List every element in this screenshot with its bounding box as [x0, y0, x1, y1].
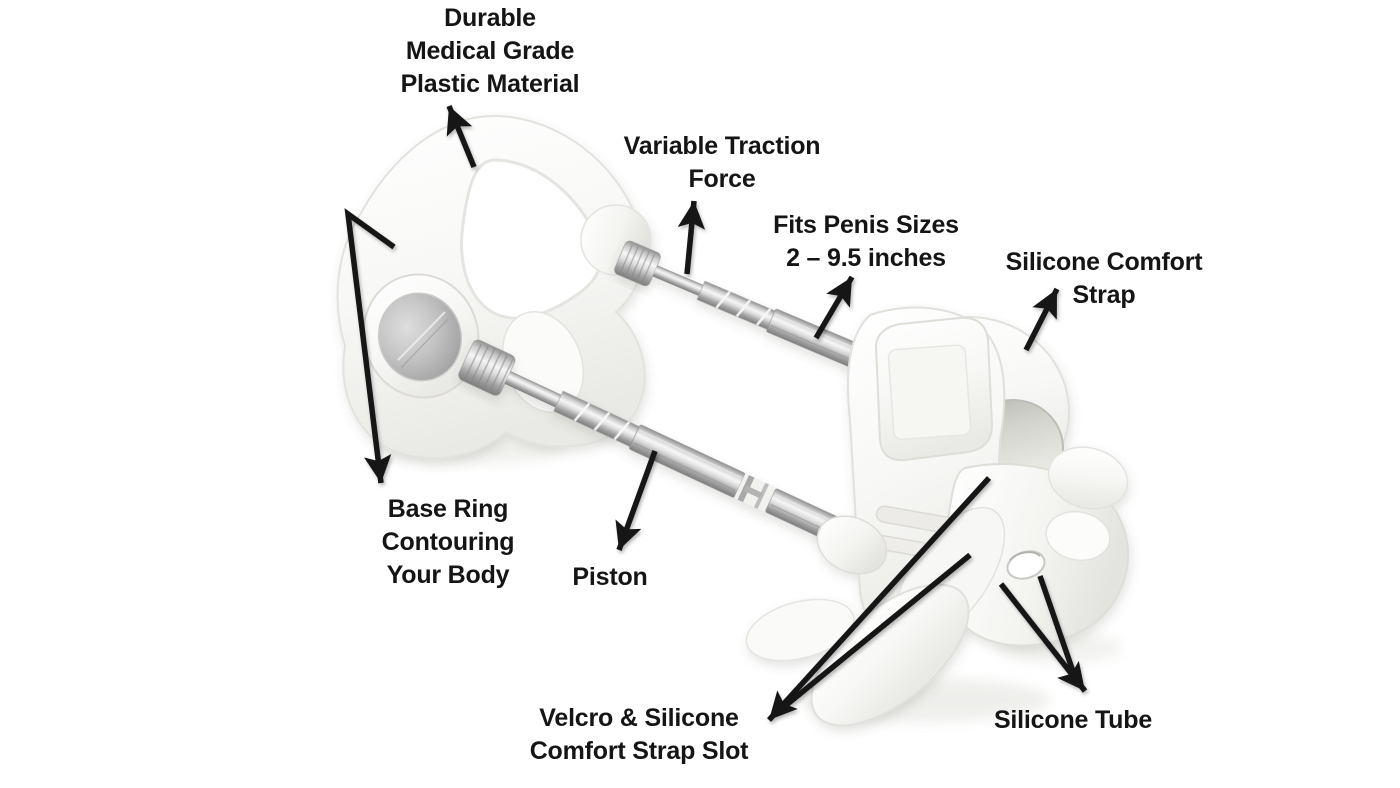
upper-knurl-texture — [619, 244, 656, 283]
label-silicone-comfort-strap: Silicone Comfort Strap — [1005, 248, 1203, 309]
upper-hex-ticks — [715, 290, 772, 326]
side-knob-lower — [1045, 510, 1111, 562]
arrow-velcro-slot-2 — [777, 552, 972, 714]
upper-rod-hex-section — [696, 280, 778, 331]
arrow-comfort-strap — [1023, 287, 1060, 352]
lower-rod-stem — [504, 371, 562, 408]
label-durable-medical-grade-plastic: Durable Medical Grade Plastic Material — [400, 4, 580, 98]
label-velcro-comfort-strap-slot: Velcro & Silicone Comfort Strap Slot — [529, 704, 749, 765]
arrow-fits-sizes — [813, 275, 855, 340]
label-silicone-tube: Silicone Tube — [993, 706, 1153, 734]
lower-knurled-knob — [458, 339, 516, 396]
front-block-panel — [887, 344, 972, 440]
base-ring — [336, 114, 652, 460]
side-knob-upper — [1047, 446, 1129, 510]
arrow-base-ring — [344, 208, 396, 484]
hole-inner-shadow — [1009, 551, 1041, 561]
upper-rod-stem — [652, 265, 706, 297]
annotation-arrows — [344, 104, 1088, 722]
label-variable-traction-force: Variable Traction Force — [623, 132, 821, 193]
arrow-velcro-slot-1 — [766, 476, 992, 722]
disc-shade-line — [400, 318, 449, 369]
label-piston: Piston — [572, 563, 648, 591]
arrow-silicone-tube-2 — [1037, 575, 1079, 681]
glans-cradle-assembly — [745, 306, 1130, 727]
arrow-durable-plastic — [446, 104, 477, 169]
disc-highlight — [397, 311, 446, 361]
arrow-piston — [615, 450, 658, 551]
strap-slot-hole — [1006, 550, 1046, 580]
lower-rod-ring-band — [733, 473, 777, 513]
lower-hex-ticks — [573, 402, 631, 441]
lower-knurl-texture — [464, 343, 514, 394]
metal-disc — [377, 292, 463, 382]
label-base-ring-contouring: Base Ring Contouring Your Body — [381, 495, 515, 589]
lower-sleeve1-brushing — [633, 429, 742, 491]
arrow-variable-traction — [677, 200, 706, 275]
piston-end-boss — [816, 515, 888, 575]
fin-left-wing — [745, 598, 855, 662]
label-fits-penis-sizes: Fits Penis Sizes 2 – 9.5 inches — [773, 211, 959, 272]
